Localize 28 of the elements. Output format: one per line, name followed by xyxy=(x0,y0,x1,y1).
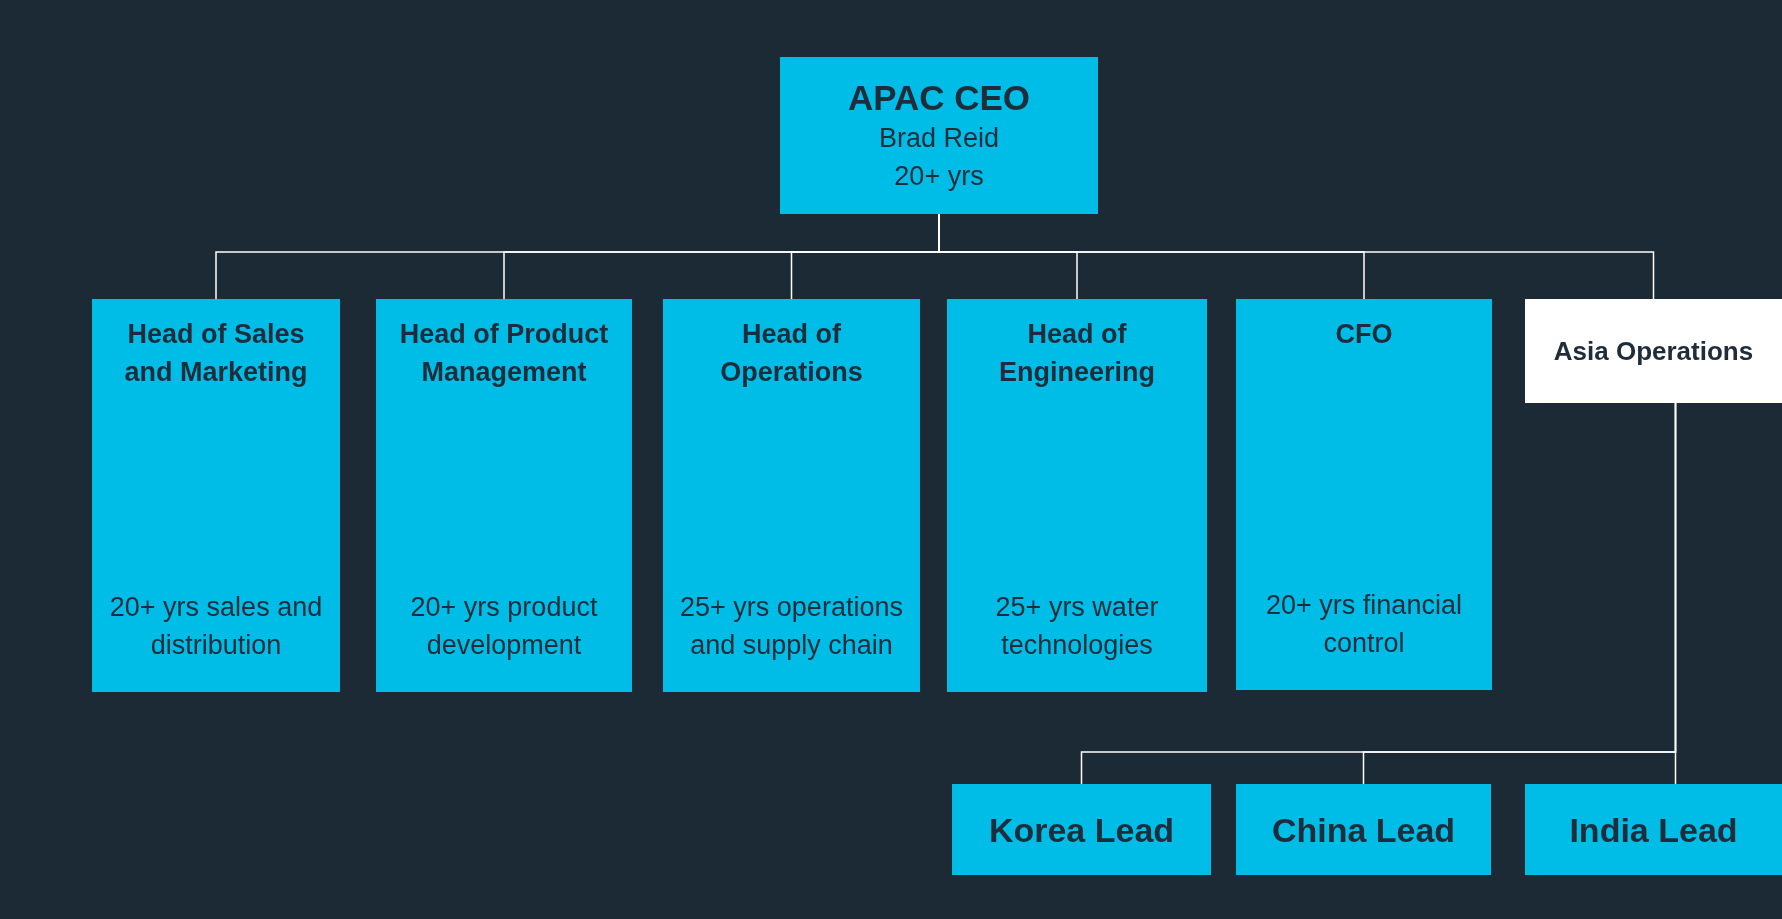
connector-line xyxy=(1674,402,1677,785)
role-detail: 20+ yrs sales and distribution xyxy=(108,591,324,662)
role-detail: 20+ yrs financial control xyxy=(1265,589,1463,660)
org-box xyxy=(780,57,1098,214)
role-title: India Lead xyxy=(1569,809,1738,850)
role-detail: 25+ yrs operations and supply chain xyxy=(679,591,904,662)
role-detail: Brad Reid xyxy=(878,121,1000,155)
role-title: CFO xyxy=(1335,318,1393,351)
role-detail: 25+ yrs water technologies xyxy=(994,591,1160,662)
role-detail: 20+ yrs xyxy=(894,159,984,193)
role-title: Head of Sales and Marketing xyxy=(123,318,309,389)
org-box xyxy=(947,299,1207,692)
role-title: China Lead xyxy=(1271,809,1456,850)
role-title: Korea Lead xyxy=(988,809,1175,850)
org-box xyxy=(92,299,340,692)
role-title: Asia Operations xyxy=(1553,334,1754,368)
role-detail: 20+ yrs product development xyxy=(409,591,599,662)
org-box xyxy=(1236,299,1492,690)
org-box xyxy=(376,299,632,692)
org-box xyxy=(1525,784,1782,875)
org-box xyxy=(1525,299,1782,403)
role-title: Head of Product Management xyxy=(398,318,610,389)
role-title: APAC CEO xyxy=(847,76,1031,119)
org-box xyxy=(952,784,1211,875)
org-box xyxy=(663,299,920,692)
role-title: Head of Operations xyxy=(719,318,864,389)
org-box xyxy=(1236,784,1491,875)
role-title: Head of Engineering xyxy=(998,318,1156,389)
